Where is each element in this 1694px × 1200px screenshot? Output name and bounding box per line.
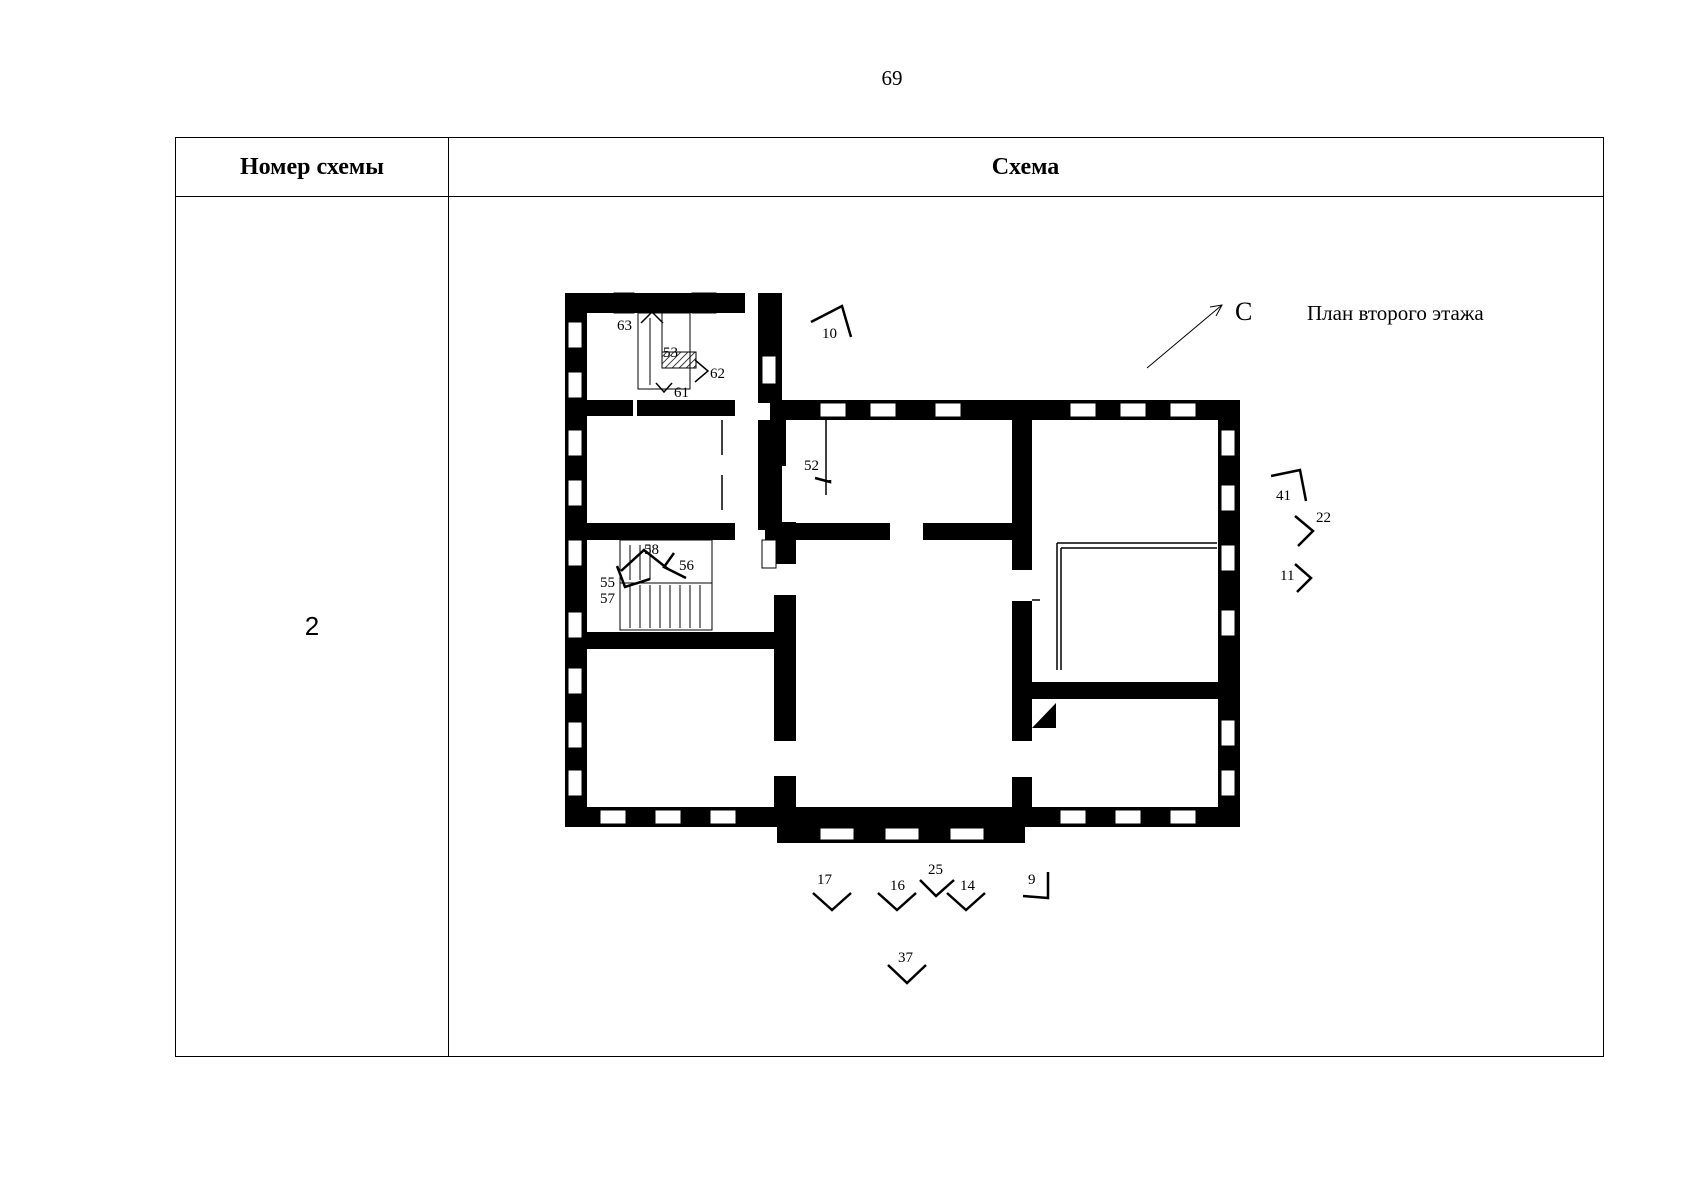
header-divider (176, 196, 1603, 197)
marker-57: 57 (600, 591, 616, 607)
marker-22: 22 (1316, 510, 1331, 526)
marker-11: 11 (1280, 568, 1294, 584)
north-label: С (1235, 297, 1252, 326)
marker-56: 56 (679, 558, 695, 574)
marker-41: 41 (1276, 488, 1291, 504)
windows (567, 292, 1236, 841)
marker-labels: 63 53 62 61 10 52 58 56 55 57 41 22 11 1… (600, 318, 1331, 966)
marker-14: 14 (960, 878, 976, 894)
marker-16: 16 (890, 878, 906, 894)
page-number: 69 (881, 66, 903, 90)
staircase-upper (637, 312, 697, 390)
column-divider (448, 138, 449, 1056)
header-scheme-number: Номер схемы (239, 153, 385, 180)
marker-10: 10 (822, 326, 837, 342)
marker-52: 52 (804, 458, 819, 474)
marker-58: 58 (644, 542, 659, 558)
north-arrow-icon (1146, 304, 1223, 369)
partitions (721, 420, 1217, 670)
staircase-lower (619, 539, 713, 631)
marker-62: 62 (710, 366, 725, 382)
view-markers (615, 304, 1315, 985)
marker-61: 61 (674, 385, 689, 401)
marker-63: 63 (617, 318, 632, 334)
marker-17: 17 (817, 872, 833, 888)
marker-53: 53 (663, 345, 678, 361)
marker-55: 55 (600, 575, 615, 591)
marker-9: 9 (1028, 872, 1036, 888)
marker-25: 25 (928, 862, 943, 878)
header-scheme: Схема (991, 153, 1060, 180)
scheme-table: Номер схемы Схема 2 (175, 137, 1604, 1057)
marker-37: 37 (898, 950, 914, 966)
plan-title: План второго этажа (1307, 301, 1484, 325)
scheme-number-cell: 2 (304, 610, 320, 641)
